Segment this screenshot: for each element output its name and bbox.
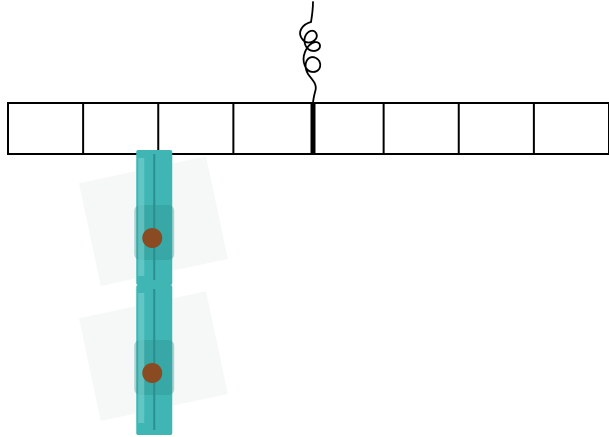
beam [8, 103, 609, 154]
spring-coil-icon [300, 2, 320, 104]
beam-outline [8, 103, 609, 154]
clothespin-highlight [138, 158, 144, 276]
spring-hanger [300, 2, 320, 104]
clothespins [79, 150, 228, 435]
clothespin-1 [79, 150, 228, 286]
clothespin-highlight [138, 293, 144, 423]
clothespin-2 [79, 285, 228, 435]
rivet-dot [142, 363, 162, 383]
rivet-dot [142, 228, 162, 248]
